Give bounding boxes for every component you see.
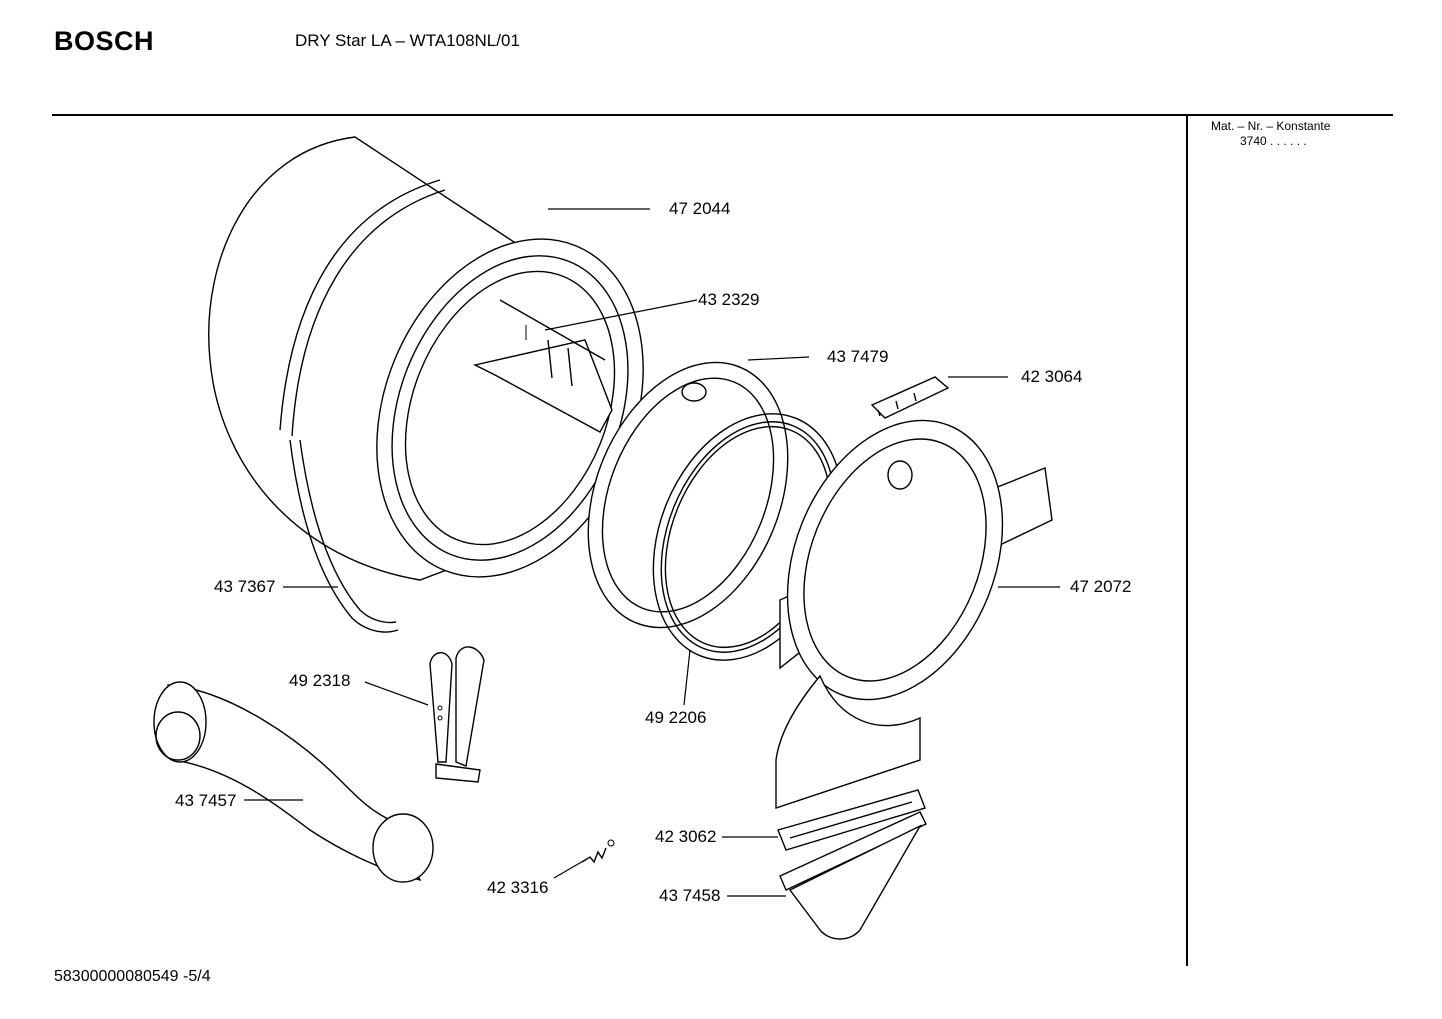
- part-label-clip: 42 3064: [1021, 367, 1083, 386]
- page-title: DRY Star LA – WTA108NL/01: [295, 31, 520, 50]
- header-divider: [52, 114, 1393, 116]
- part-label-support-bracket: 49 2318: [289, 671, 351, 690]
- leader-lines: [244, 208, 1060, 897]
- part-tension-spring[interactable]: [581, 839, 615, 864]
- part-front-bracket[interactable]: [748, 388, 1053, 809]
- part-lint-filter-housing[interactable]: [779, 811, 927, 940]
- part-drum-paddle[interactable]: [472, 299, 613, 433]
- part-drum-belt[interactable]: [289, 439, 399, 633]
- part-label-exhaust-hose: 43 7457: [175, 791, 237, 810]
- part-support-bracket[interactable]: [429, 646, 485, 783]
- exploded-parts-diagram: [153, 136, 1060, 940]
- sidebar-divider: [1186, 116, 1188, 966]
- part-label-front-bearing-ring: 43 7479: [827, 347, 889, 366]
- material-number-label: Mat. – Nr. – Konstante: [1211, 119, 1331, 133]
- part-exhaust-hose[interactable]: [153, 681, 434, 883]
- material-number-value: 3740 . . . . . .: [1240, 134, 1307, 148]
- part-label-drum-paddle: 43 2329: [698, 290, 760, 309]
- part-label-lint-filter-housing: 43 7458: [659, 886, 721, 905]
- part-lint-filter-frame[interactable]: [777, 789, 926, 851]
- part-label-front-bracket: 47 2072: [1070, 577, 1132, 596]
- part-clip[interactable]: [870, 376, 950, 419]
- part-front-bearing-ring[interactable]: [551, 333, 825, 658]
- part-label-lint-filter-frame: 42 3062: [655, 827, 717, 846]
- document-id: 58300000080549 -5/4: [54, 968, 211, 985]
- part-label-drum: 47 2044: [669, 199, 731, 218]
- part-label-tension-spring: 42 3316: [487, 878, 549, 897]
- brand-logo: BOSCH: [54, 26, 155, 56]
- part-label-drum-belt: 43 7367: [214, 577, 276, 596]
- part-label-felt-seal-ring: 49 2206: [645, 708, 707, 727]
